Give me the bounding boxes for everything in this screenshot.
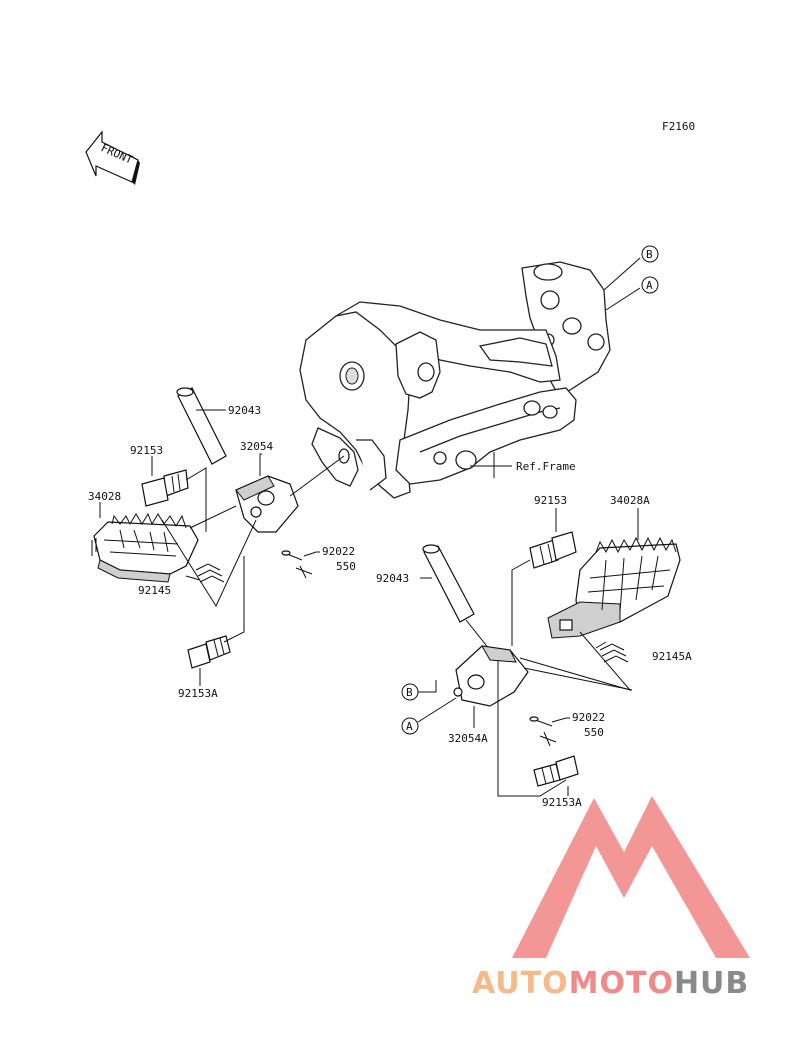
left-cotter-pin-92022 xyxy=(281,550,303,561)
svg-text:A: A xyxy=(406,720,413,733)
left-pin-92043 xyxy=(176,387,227,465)
svg-text:92043: 92043 xyxy=(228,404,261,417)
left-washer-550 xyxy=(295,565,313,579)
svg-text:92153A: 92153A xyxy=(178,687,218,700)
right-spring-92145A xyxy=(595,641,629,663)
watermark-logo-icon xyxy=(512,796,750,958)
right-washer-550 xyxy=(539,731,557,747)
figure-code: F2160 xyxy=(662,120,695,133)
svg-text:32054A: 32054A xyxy=(448,732,488,745)
svg-text:92153: 92153 xyxy=(130,444,163,457)
callout-a-bottom: A xyxy=(401,697,457,735)
svg-text:A: A xyxy=(646,279,653,292)
left-footpeg-34028 xyxy=(91,512,199,583)
watermark-hub: HUB xyxy=(673,966,750,1001)
right-bolt-92153A xyxy=(533,755,579,787)
callout-a-top: A xyxy=(605,276,659,311)
right-cotter-pin-92022 xyxy=(529,716,553,727)
svg-text:92145A: 92145A xyxy=(652,650,692,663)
left-bolt-92153A xyxy=(187,635,231,669)
frame-illustration xyxy=(299,261,611,499)
callout-b-bottom: B xyxy=(401,680,437,701)
svg-text:92153A: 92153A xyxy=(542,796,582,809)
svg-text:92043: 92043 xyxy=(376,572,409,585)
watermark-auto: AUTO xyxy=(472,966,569,1001)
svg-text:92145: 92145 xyxy=(138,584,171,597)
svg-text:B: B xyxy=(406,686,413,699)
svg-text:550: 550 xyxy=(336,560,356,573)
ref-frame-label: Ref.Frame xyxy=(516,460,576,473)
left-bolt-92153 xyxy=(141,469,189,507)
right-bracket-32054A xyxy=(453,645,529,707)
right-footpeg-assembly: 92153 34028A 92043 92145A xyxy=(376,494,692,809)
svg-text:B: B xyxy=(646,248,653,261)
svg-text:34028: 34028 xyxy=(88,490,121,503)
ref-frame-callout: Ref.Frame xyxy=(470,452,576,478)
svg-text:550: 550 xyxy=(584,726,604,739)
front-arrow-icon: FRONT xyxy=(85,130,140,185)
svg-text:32054: 32054 xyxy=(240,440,273,453)
left-footpeg-assembly: 92043 32054 92153 34028 xyxy=(88,387,356,700)
svg-text:92022: 92022 xyxy=(322,545,355,558)
right-footpeg-34028A xyxy=(547,536,681,639)
svg-text:92022: 92022 xyxy=(572,711,605,724)
left-spring-92145 xyxy=(185,563,225,583)
watermark-wordmark: AUTOMOTOHUB xyxy=(472,966,749,1001)
callout-b-top: B xyxy=(603,245,659,291)
svg-text:34028A: 34028A xyxy=(610,494,650,507)
right-bolt-92153 xyxy=(529,531,577,569)
left-bracket-32054 xyxy=(235,475,299,533)
right-pin-92043 xyxy=(422,544,475,623)
watermark-moto: MOTO xyxy=(568,966,674,1001)
svg-text:92153: 92153 xyxy=(534,494,567,507)
